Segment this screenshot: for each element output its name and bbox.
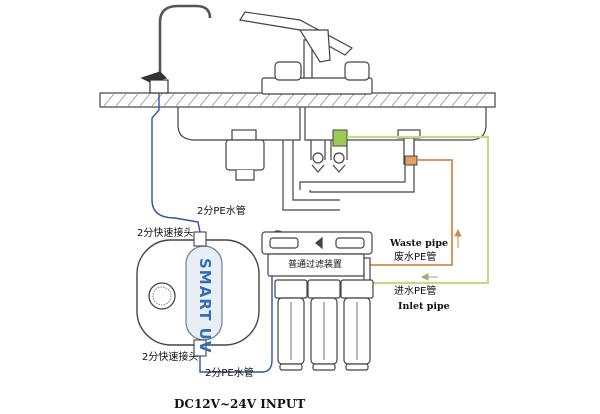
label-waste-pipe-cn: 废水PE管 bbox=[394, 252, 437, 263]
label-pe-pipe-top: 2分PE水管 bbox=[197, 206, 246, 217]
blue-pe-pipe bbox=[151, 93, 283, 373]
inlet-tee-valve bbox=[332, 129, 348, 147]
label-inlet-pipe-cn: 进水PE管 bbox=[394, 286, 437, 297]
label-pe-pipe-bottom: 2分PE水管 bbox=[205, 368, 254, 379]
filter-cartridge-2 bbox=[307, 279, 341, 371]
filter-system bbox=[261, 231, 374, 371]
inlet-arrow bbox=[420, 273, 438, 281]
angle-valves bbox=[310, 140, 348, 173]
label-waste-pipe-en: Waste pipe bbox=[390, 238, 449, 249]
orange-waste-pipe bbox=[368, 159, 453, 266]
label-filter-unit: 普通过滤装置 bbox=[288, 260, 343, 270]
drinking-faucet-base bbox=[140, 71, 169, 94]
label-quick-connector-bottom: 2分快速接头 bbox=[142, 352, 199, 363]
waste-saddle-clamp bbox=[404, 155, 418, 166]
flow-arrows bbox=[454, 228, 462, 248]
filter-cartridge-3 bbox=[340, 279, 374, 371]
drain-disposer bbox=[225, 129, 265, 181]
kitchen-faucet bbox=[239, 11, 373, 95]
countertop bbox=[99, 92, 496, 108]
uv-sterilizer bbox=[136, 231, 260, 357]
label-inlet-pipe-en: Inlet pipe bbox=[398, 301, 450, 312]
sink-basin bbox=[177, 107, 487, 141]
label-quick-connector-top: 2分快速接头 bbox=[137, 228, 194, 239]
label-power-input: DC12V~24V INPUT bbox=[174, 397, 306, 411]
uv-brand-text: SMART UV bbox=[196, 258, 214, 354]
drain-pipes bbox=[282, 140, 415, 211]
green-inlet-pipe bbox=[347, 135, 490, 285]
filter-cartridge-1 bbox=[274, 279, 308, 371]
drinking-faucet bbox=[158, 4, 212, 80]
